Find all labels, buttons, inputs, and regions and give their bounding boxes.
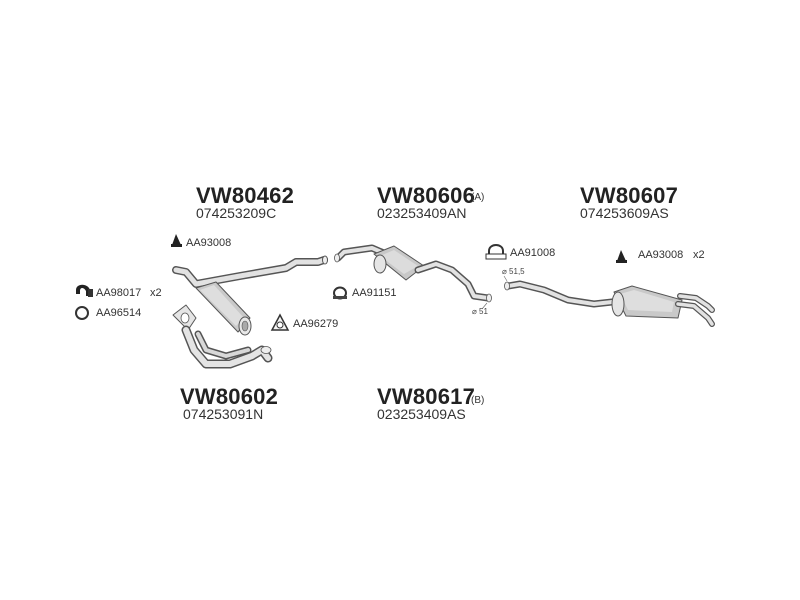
oem-number: 074253209C bbox=[196, 205, 277, 221]
hardware-part-number: AA96514 bbox=[96, 307, 142, 319]
hardware-part-number: AA96279 bbox=[293, 318, 339, 330]
u-bolt-clamp-icon bbox=[485, 244, 507, 260]
hardware-part-number: AA91151 bbox=[352, 287, 397, 299]
dimension-leader-line bbox=[481, 302, 488, 310]
assembly-tag: (A) bbox=[471, 192, 485, 203]
pipe-clamp-icon bbox=[333, 286, 347, 300]
oem-number: 074253091N bbox=[183, 406, 264, 422]
oem-number: 023253409AS bbox=[377, 406, 466, 422]
assembly-code: VW80607 bbox=[580, 183, 679, 208]
rear-silencer-drawing bbox=[504, 280, 715, 327]
oem-number: 074253609AS bbox=[580, 205, 669, 221]
oem-number: 023253409AN bbox=[377, 205, 467, 221]
hardware-part-number: AA93008 bbox=[186, 237, 232, 249]
assembly-code: VW80602 bbox=[180, 384, 279, 409]
assembly-code: VW80617 bbox=[377, 384, 476, 409]
mounting-strap-icon bbox=[76, 284, 93, 297]
hardware-quantity: x2 bbox=[693, 249, 705, 261]
hardware-quantity: x2 bbox=[150, 287, 162, 299]
pipe-diameter-label: ⌀ 51 bbox=[472, 307, 488, 316]
hardware-part-number: AA98017 bbox=[96, 287, 142, 299]
pipe-diameter-label: ⌀ 51,5 bbox=[502, 267, 525, 276]
dimension-leader-line bbox=[503, 275, 508, 282]
sealing-ring-icon bbox=[75, 306, 89, 320]
rubber-hanger-icon bbox=[171, 234, 182, 247]
assembly-tag: (B) bbox=[471, 395, 485, 406]
front-section-drawing bbox=[172, 255, 328, 369]
hardware-part-number: AA93008 bbox=[638, 249, 684, 261]
assembly-code: VW80606 bbox=[377, 183, 476, 208]
rubber-hanger-icon bbox=[616, 250, 627, 263]
flange-gasket-icon bbox=[270, 313, 290, 331]
assembly-code: VW80462 bbox=[196, 183, 295, 208]
hardware-part-number: AA91008 bbox=[510, 247, 556, 259]
center-silencer-drawing bbox=[334, 244, 492, 303]
